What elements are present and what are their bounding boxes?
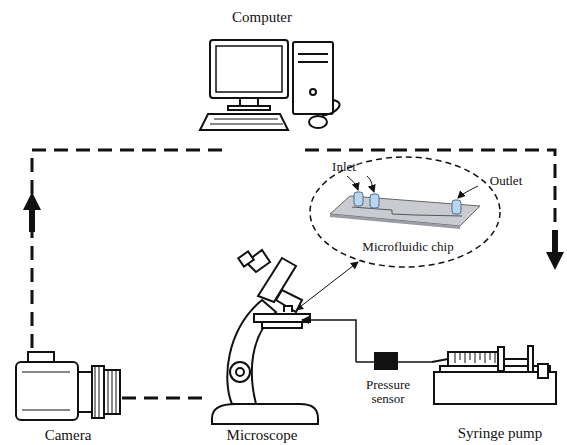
syringe-pump xyxy=(432,346,556,404)
label-computer: Computer xyxy=(232,9,292,26)
microfluidic-chip xyxy=(330,192,480,229)
label-outlet: Outlet xyxy=(490,174,523,188)
camera-icon xyxy=(16,352,120,420)
data-loop xyxy=(32,150,555,398)
flow-arrow xyxy=(546,230,564,270)
tubing xyxy=(302,320,432,362)
pressure-sensor xyxy=(374,352,398,370)
computer-icon xyxy=(200,40,340,130)
flow-arrow xyxy=(23,192,41,232)
label-inlet: Inlet xyxy=(332,160,356,174)
label-sensor: Pressure sensor xyxy=(357,378,419,407)
callout-ellipse xyxy=(310,157,500,267)
microscope-icon xyxy=(212,250,318,424)
label-camera: Camera xyxy=(45,427,92,444)
label-microscope: Microscope xyxy=(227,427,298,444)
label-pump: Syringe pump xyxy=(458,425,543,442)
label-chip: Microfluidic chip xyxy=(362,240,453,254)
